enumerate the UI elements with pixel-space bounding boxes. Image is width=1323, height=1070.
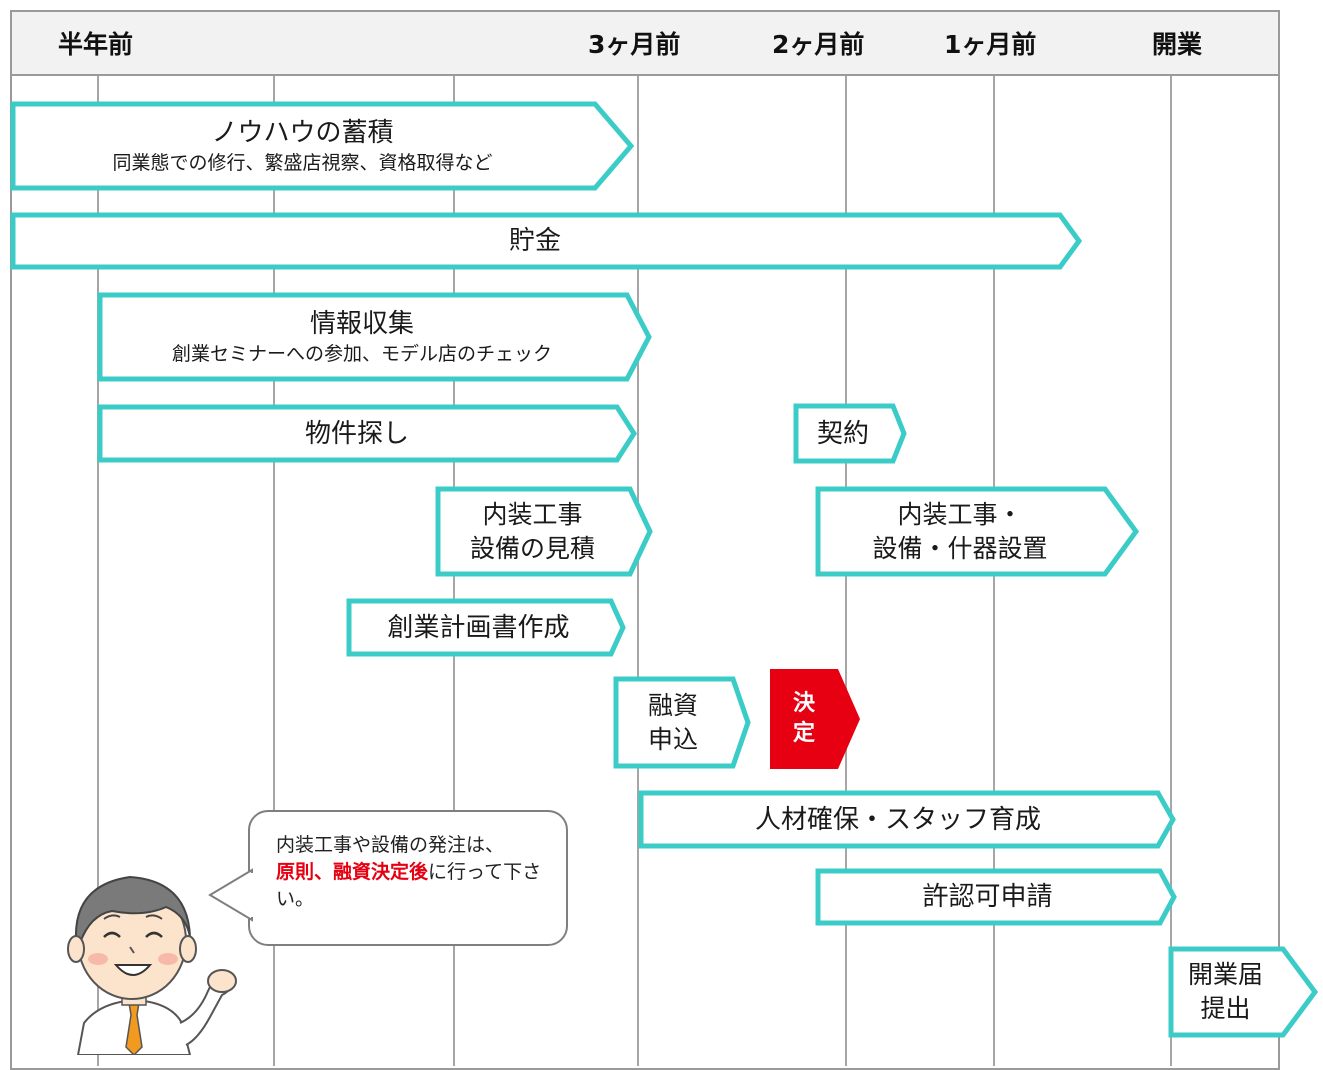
timeline-header (10, 10, 1280, 76)
arrow-shape (97, 404, 637, 463)
arrow-notice-line2: 提出 (1200, 994, 1251, 1023)
arrow-loan-line1: 融資 (647, 690, 698, 720)
arrow-shape (613, 676, 751, 769)
arrow-knowhow: ノウハウの蓄積 同業態での修行、繁盛店視察、資格取得など (10, 101, 635, 191)
arrow-shape (97, 292, 652, 382)
bubble-line1: 内装工事や設備の発注は、 (276, 834, 505, 856)
arrow-shape (10, 212, 1083, 270)
arrow-permit-title: 許認可申請 (922, 882, 1053, 912)
decision-line2: 定 (792, 721, 815, 746)
arrow-notice-line1: 開業届 (1187, 960, 1263, 989)
header-half-year: 半年前 (58, 30, 134, 59)
header-two-months: 2ヶ月前 (772, 30, 865, 59)
header-opening: 開業 (1152, 30, 1203, 59)
arrow-estimate-line1: 内装工事 (482, 499, 583, 529)
decision-line1: 決 (792, 691, 815, 716)
arrow-shape (10, 101, 635, 191)
arrow-install: 内装工事・ 設備・什器設置 (815, 486, 1140, 577)
arrow-savings-title: 貯金 (508, 226, 561, 256)
header-one-month: 1ヶ月前 (944, 30, 1037, 59)
arrow-loan: 融資 申込 (613, 676, 751, 769)
arrow-permit: 許認可申請 (815, 868, 1177, 926)
grid-line (97, 76, 99, 1066)
decision-marker: 決 定 (770, 669, 862, 769)
decision-marker-shape (770, 669, 860, 769)
arrow-plan-title: 創業計画書作成 (387, 612, 570, 643)
arrow-shape (793, 403, 907, 464)
arrow-contract: 契約 (793, 403, 907, 464)
grid-line (1170, 76, 1172, 1066)
arrow-estimate-line2: 設備の見積 (469, 533, 595, 563)
arrow-knowhow-title: ノウハウの蓄積 (211, 118, 394, 148)
arrow-savings: 貯金 (10, 212, 1083, 270)
arrow-staff: 人材確保・スタッフ育成 (638, 790, 1176, 849)
arrow-knowhow-sub: 同業態での修行、繁盛店視察、資格取得など (112, 152, 493, 174)
arrow-loan-line2: 申込 (647, 724, 698, 754)
arrow-shape (638, 790, 1176, 849)
arrow-staff-title: 人材確保・スタッフ育成 (754, 804, 1041, 835)
arrow-shape (815, 868, 1177, 926)
header-three-months: 3ヶ月前 (588, 30, 681, 59)
grid-line (273, 76, 275, 1066)
arrow-plan: 創業計画書作成 (346, 598, 626, 657)
arrow-info: 情報収集 創業セミナーへの参加、モデル店のチェック (97, 292, 652, 382)
arrow-shape (435, 486, 653, 577)
speech-bubble-text: 内装工事や設備の発注は、原則、融資決定後に行って下さい。 (276, 832, 556, 913)
grid-line (637, 76, 639, 1066)
arrow-notice: 開業届 提出 (1168, 946, 1319, 1038)
arrow-estimate: 内装工事 設備の見積 (435, 486, 653, 577)
arrow-property: 物件探し (97, 404, 637, 463)
businessman-illustration (67, 875, 237, 1055)
arrow-shape (346, 598, 626, 657)
arrow-install-line1: 内装工事・ (897, 499, 1023, 529)
arrow-shape (1168, 946, 1319, 1038)
arrow-contract-title: 契約 (816, 418, 869, 449)
arrow-install-line2: 設備・什器設置 (872, 533, 1048, 563)
bubble-highlight: 原則、融資決定後 (276, 861, 429, 883)
arrow-property-title: 物件探し (304, 418, 409, 449)
speech-bubble-tail (208, 868, 254, 922)
arrow-info-sub: 創業セミナーへの参加、モデル店のチェック (171, 343, 552, 365)
bubble-rest: に行って下さい。 (276, 861, 542, 910)
arrow-info-title: 情報収集 (309, 309, 414, 339)
arrow-shape (815, 486, 1140, 577)
